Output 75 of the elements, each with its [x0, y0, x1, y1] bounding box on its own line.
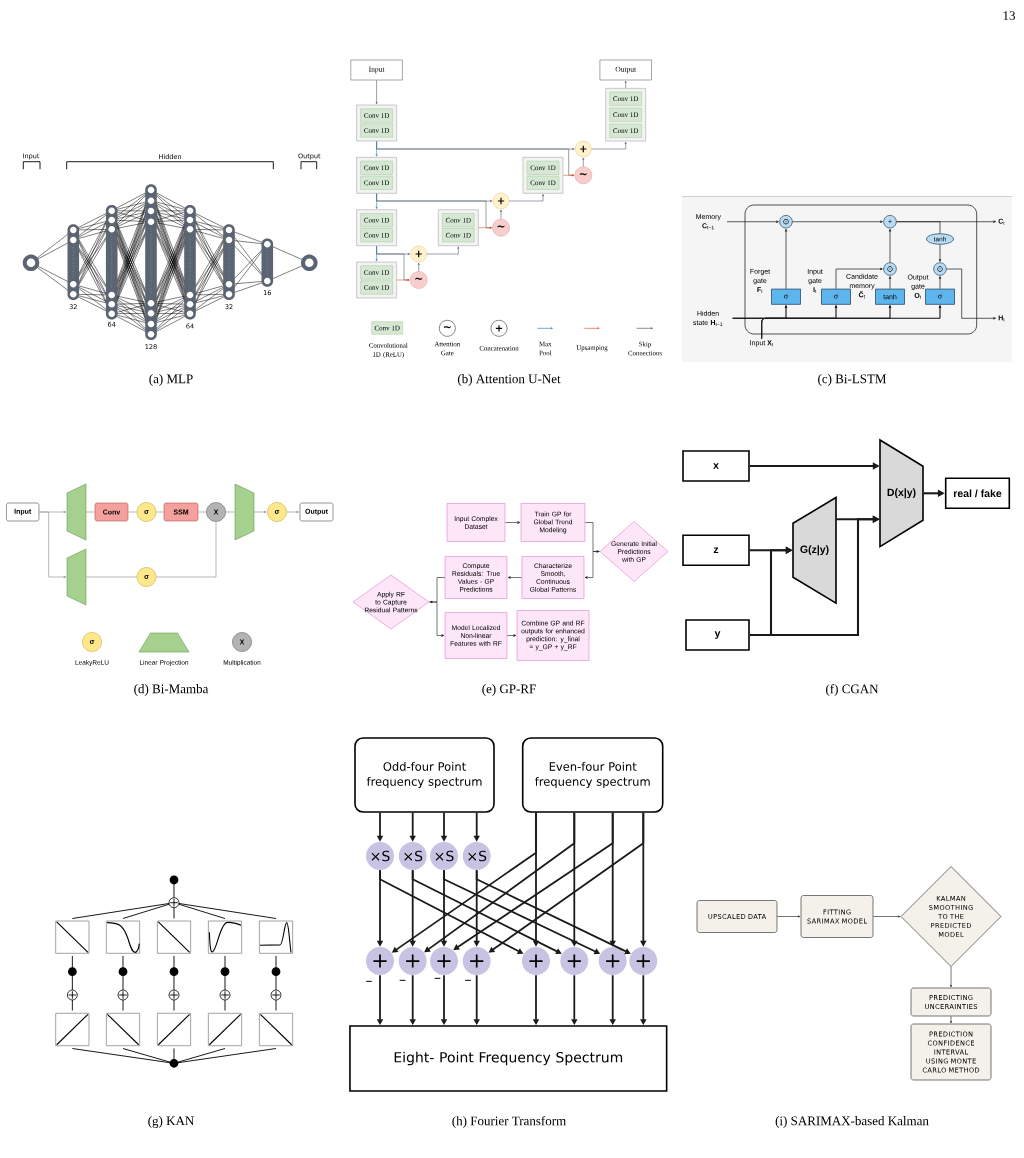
arrow	[396, 279, 410, 281]
arrow	[888, 276, 892, 290]
arrow	[375, 193, 378, 209]
connector-line	[155, 521, 217, 578]
process-box: x	[682, 450, 750, 482]
arrow	[500, 209, 502, 220]
connector-line	[85, 511, 96, 513]
arrow	[426, 246, 460, 255]
arrow	[508, 194, 544, 202]
connector-line	[85, 576, 138, 578]
spectrum-box: Eight- Point Frequency Spectrum	[349, 1025, 668, 1092]
arrow	[950, 1016, 952, 1024]
arrow	[761, 305, 942, 340]
arrow	[38, 511, 67, 579]
trapezoid-block	[234, 483, 255, 541]
arrow	[505, 521, 521, 524]
sign-label: –	[434, 977, 441, 979]
arrow	[478, 226, 492, 229]
arrow	[888, 228, 892, 263]
arrow	[784, 228, 788, 290]
arrow	[946, 268, 996, 320]
arrow	[726, 220, 779, 223]
trapezoid-block	[66, 548, 87, 606]
arrow	[938, 244, 942, 262]
caption: (e) GP-RF	[482, 684, 536, 696]
arrow	[585, 522, 600, 553]
caption: (g) KAN	[148, 1116, 194, 1128]
caption: (a) MLP	[149, 374, 193, 386]
connector-line	[197, 511, 207, 513]
sign-label: –	[399, 979, 406, 981]
trapezoid-block	[66, 483, 87, 541]
arrow	[375, 80, 378, 105]
arrow	[411, 869, 562, 955]
caption: (d) Bi-Mamba	[134, 684, 209, 696]
arrow	[835, 267, 883, 290]
caption: (h) Fourier Transform	[452, 1116, 566, 1128]
spectrum-box: Odd-four Point frequency spectrum	[354, 737, 495, 813]
arrow	[792, 220, 883, 223]
connector-line	[155, 511, 165, 513]
arrow	[563, 174, 575, 177]
process-box: y	[685, 619, 750, 651]
arrow	[253, 510, 267, 514]
arrow	[507, 576, 522, 579]
spectrum-box: Even-four Point frequency spectrum	[521, 737, 664, 813]
arrow	[375, 245, 378, 262]
arrow	[950, 966, 952, 988]
process-box: z	[682, 534, 750, 567]
connector-line	[225, 511, 236, 513]
arrow	[507, 634, 517, 637]
arrow	[938, 276, 942, 290]
trapezoid-block: G(z|y)	[792, 496, 837, 605]
sign-label: –	[366, 980, 372, 982]
cell-frame	[744, 204, 978, 335]
connector-line	[896, 221, 941, 234]
process-box: real / fake	[944, 477, 1011, 510]
page-number: 13	[1003, 11, 1015, 20]
caption: (f) CGAN	[826, 684, 879, 696]
arrow	[873, 915, 901, 918]
arrow	[429, 577, 445, 604]
connector-line	[127, 511, 138, 513]
arrow	[375, 141, 378, 157]
sign-label: –	[465, 979, 471, 981]
arrow	[428, 601, 445, 637]
arrow	[582, 157, 585, 167]
caption: (i) SARIMAX-based Kalman	[775, 1116, 929, 1128]
arrow	[777, 915, 801, 918]
arrow	[286, 510, 300, 514]
arrow	[417, 262, 420, 272]
caption: (c) Bi-LSTM	[818, 374, 887, 386]
caption: (b) Attention U-Net	[457, 374, 561, 386]
arrow	[591, 141, 627, 150]
arrow	[475, 869, 631, 955]
arrow	[584, 551, 601, 579]
arrow	[424, 811, 576, 953]
arrow	[624, 80, 627, 89]
